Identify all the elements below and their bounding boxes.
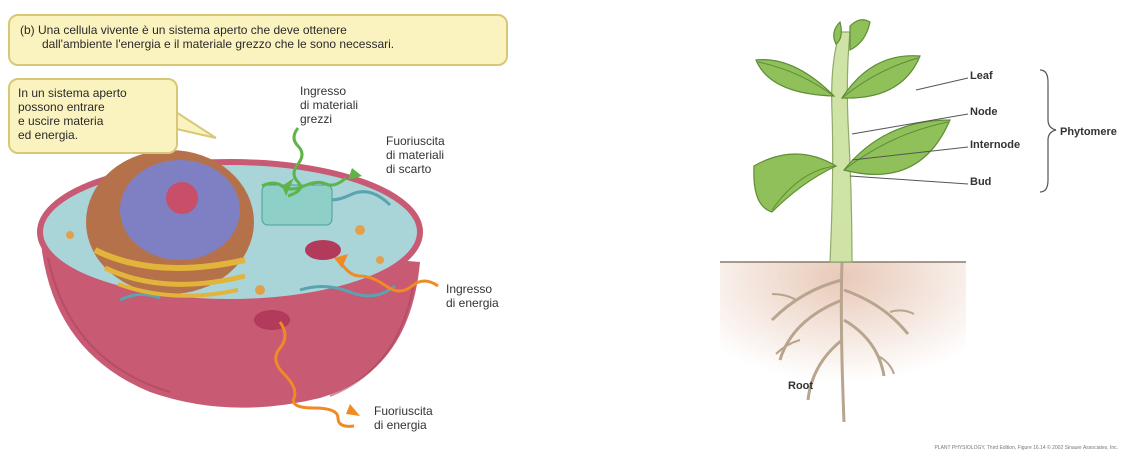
cell-illustration xyxy=(0,0,560,455)
leaf-right-lower xyxy=(844,120,950,174)
label-energy-in: Ingresso di energia xyxy=(446,282,499,310)
leaf-right-upper xyxy=(842,56,920,98)
stem xyxy=(830,32,852,262)
open-system-line-2: possono entrare xyxy=(18,100,168,114)
phytomere-bracket xyxy=(1040,70,1056,192)
figure-credit: PLANT PHYSIOLOGY, Third Edition, Figure … xyxy=(934,445,1118,451)
leaf-left-lower xyxy=(754,154,836,212)
open-system-callout: In un sistema aperto possono entrare e u… xyxy=(8,78,178,154)
cell-diagram-panel: (b) Una cellula vivente è un sistema ape… xyxy=(0,0,560,455)
caption-line-1: (b) Una cellula vivente è un sistema ape… xyxy=(20,23,496,37)
label-energy-out: Fuoriuscita di energia xyxy=(374,404,433,432)
label-raw-materials-in: Ingresso di materiali grezzi xyxy=(300,84,358,126)
label-bud: Bud xyxy=(970,176,991,188)
plant-illustration xyxy=(560,0,1126,455)
callout-pointer xyxy=(172,112,216,138)
plant-diagram-panel: Leaf Node Internode Bud Phytomere Root P… xyxy=(560,0,1126,455)
label-root: Root xyxy=(788,380,813,392)
caption-line-2: dall'ambiente l'energia e il materiale g… xyxy=(20,37,496,51)
caption-box: (b) Una cellula vivente è un sistema ape… xyxy=(8,14,508,66)
label-phytomere: Phytomere xyxy=(1060,126,1117,138)
leaf-left-upper xyxy=(756,60,834,96)
open-system-line-3: e uscire materia xyxy=(18,114,168,128)
label-leaf: Leaf xyxy=(970,70,993,82)
open-system-line-4: ed energia. xyxy=(18,128,168,142)
mitochondrion xyxy=(305,240,341,260)
label-node: Node xyxy=(970,106,998,118)
label-waste-out: Fuoriuscita di materiali di scarto xyxy=(386,134,445,176)
leaves xyxy=(754,20,950,212)
label-internode: Internode xyxy=(970,139,1020,151)
nucleolus xyxy=(166,182,198,214)
open-system-line-1: In un sistema aperto xyxy=(18,86,168,100)
